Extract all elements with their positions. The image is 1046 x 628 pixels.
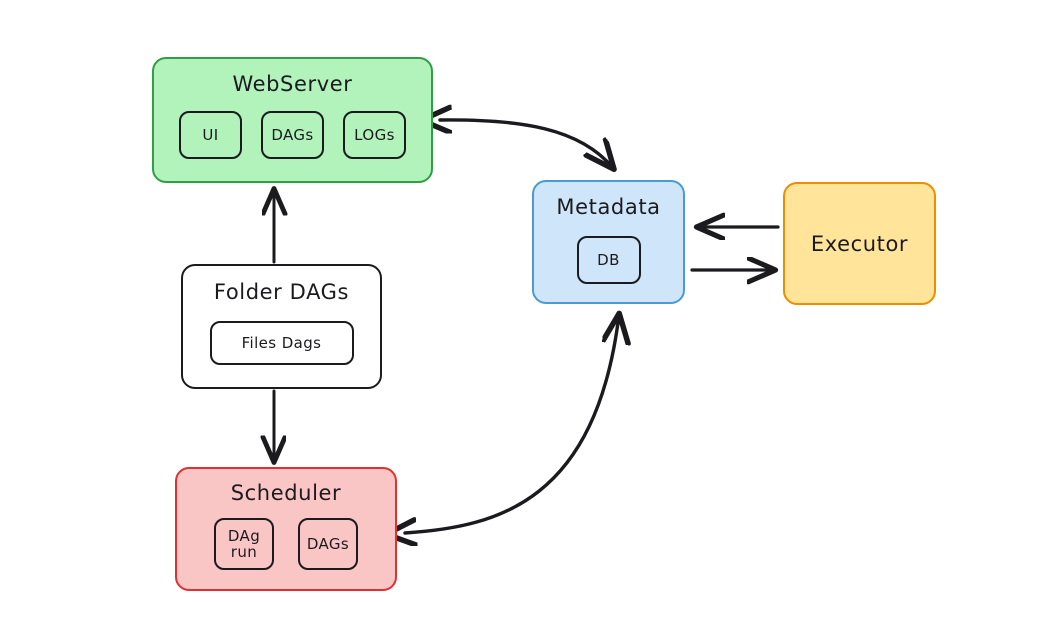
node-scheduler[interactable]: Scheduler DAg run DAGs — [175, 467, 397, 591]
chip-files-dags[interactable]: Files Dags — [209, 321, 354, 365]
node-folder-dags[interactable]: Folder DAGs Files Dags — [181, 264, 382, 389]
chip-db[interactable]: DB — [576, 236, 641, 284]
chip-logs[interactable]: LOGs — [343, 111, 406, 159]
chip-dags[interactable]: DAGs — [261, 111, 324, 159]
node-webserver-title: WebServer — [232, 72, 353, 96]
connector-scheduler-metadata — [405, 315, 619, 533]
node-webserver-chips: UI DAGs LOGs — [179, 111, 406, 159]
chip-ui[interactable]: UI — [179, 111, 242, 159]
node-metadata[interactable]: Metadata DB — [532, 180, 685, 304]
node-executor[interactable]: Executor — [783, 182, 936, 305]
node-metadata-title: Metadata — [556, 195, 661, 219]
node-webserver[interactable]: WebServer UI DAGs LOGs — [152, 57, 433, 183]
connector-webserver-metadata — [440, 120, 613, 168]
chip-dag-run[interactable]: DAg run — [214, 518, 274, 570]
node-executor-title: Executor — [810, 231, 909, 256]
node-scheduler-chips: DAg run DAGs — [214, 518, 358, 570]
chip-scheduler-dags[interactable]: DAGs — [298, 518, 358, 570]
node-scheduler-title: Scheduler — [230, 481, 342, 505]
node-folder-dags-title: Folder DAGs — [213, 280, 350, 304]
